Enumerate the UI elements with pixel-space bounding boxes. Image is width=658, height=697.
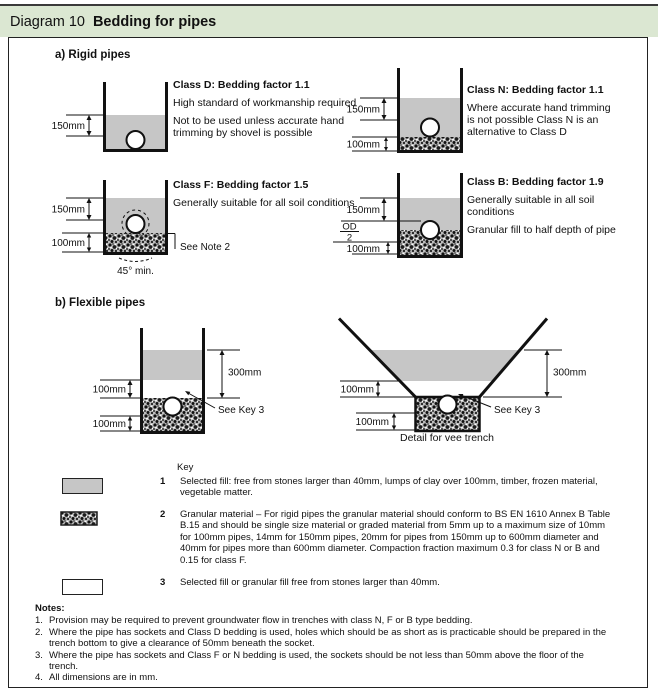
dim-150mm: 150mm (347, 205, 380, 216)
trench-wall (165, 180, 168, 255)
pipe (437, 394, 458, 415)
pipe (125, 214, 146, 234)
class-n-title: Class N: Bedding factor 1.1 (467, 84, 604, 96)
trench-wall (397, 173, 400, 258)
section-flexible-heading: b) Flexible pipes (55, 297, 146, 309)
selected-or-granular-swatch (62, 578, 103, 595)
selected-fill-vee (369, 350, 520, 381)
key-heading: Key (177, 462, 194, 473)
notes-heading: Notes: (35, 603, 65, 614)
dim-100mm: 100mm (347, 244, 380, 255)
page-title: Bedding for pipes (92, 13, 217, 30)
trench-wall (165, 82, 168, 152)
note-1: 1. Provision may be required to prevent … (35, 615, 473, 627)
class-b-p2: Granular fill to half depth of pipe (467, 224, 616, 237)
see-note-2-label: See Note 2 (180, 242, 230, 253)
dim-100mm-upper: 100mm (93, 385, 126, 396)
class-b-p1: Generally suitable in all soil condition… (467, 194, 595, 219)
class-n-drawing: 150mm 100mm (347, 68, 463, 153)
dim-150mm: 150mm (347, 105, 380, 116)
dim-100mm: 100mm (52, 238, 85, 249)
class-d-p1: High standard of workmanship required (173, 97, 357, 110)
class-d-p2: Not to be used unless accurate hand trim… (173, 115, 345, 140)
class-d-title: Class D: Bedding factor 1.1 (173, 79, 310, 91)
trench-floor (103, 149, 168, 152)
vee-wall-left (337, 317, 417, 399)
trench-wall (460, 173, 463, 258)
dim-100mm-upper: 100mm (341, 385, 374, 396)
see-key-3-label: See Key 3 (494, 405, 541, 416)
dim-300mm: 300mm (228, 368, 261, 379)
granular-swatch (60, 510, 98, 526)
od-denominator: 2 (347, 233, 352, 244)
selected-fill-swatch (62, 477, 103, 494)
granular-bed-f (106, 233, 165, 252)
class-n-text: Class N: Bedding factor 1.1 Where accura… (467, 84, 625, 139)
flexible-trench-drawing: 100mm 100mm 300mm See Key 3 (93, 328, 265, 434)
class-d-text: Class D: Bedding factor 1.1 High standar… (173, 79, 373, 140)
class-f-p1: Generally suitable for all soil conditio… (173, 197, 355, 210)
key-item-1: 1 Selected fill: free from stones larger… (60, 476, 620, 499)
class-f-title: Class F: Bedding factor 1.5 (173, 179, 309, 191)
pipe (125, 130, 146, 150)
note-4: 4. All dimensions are in mm. (35, 672, 158, 684)
trench-wall (397, 68, 400, 153)
trench-floor (397, 150, 463, 153)
trench-wall (103, 82, 106, 152)
vee-trench-caption: Detail for vee trench (400, 432, 494, 444)
vee-wall-right (478, 317, 549, 398)
dim-100mm: 100mm (347, 140, 380, 151)
class-d-drawing: 150mm (52, 82, 168, 152)
trench-floor (103, 252, 168, 255)
class-n-p1: Where accurate hand trimming is not poss… (467, 102, 611, 139)
granular-bed-n (400, 137, 460, 150)
class-f-drawing: 150mm 100mm See Note 2 45° min. (52, 180, 230, 277)
trench-wall (202, 328, 205, 434)
see-key-3-label: See Key 3 (218, 405, 265, 416)
class-b-title: Class B: Bedding factor 1.9 (467, 176, 604, 188)
dim-150mm: 150mm (52, 205, 85, 216)
key-item-3: 3 Selected fill or granular fill free fr… (60, 577, 620, 595)
key-item-text: Selected fill: free from stones larger t… (180, 475, 598, 499)
class-b-drawing: 150mm OD 2 100mm (333, 173, 463, 258)
angle-arc (118, 257, 153, 262)
dim-150mm: 150mm (52, 121, 85, 132)
content-box (8, 37, 648, 688)
key-item-number: 1 (160, 475, 166, 487)
pipe (162, 396, 183, 417)
vee-trench-drawing: 100mm 100mm 300mm See Key 3 Detail for v… (337, 317, 586, 444)
class-f-text: Class F: Bedding factor 1.5 Generally su… (173, 179, 398, 209)
pipe (420, 220, 440, 240)
key-item-text: Granular material – For rigid pipes the … (180, 508, 611, 567)
trench-wall (460, 68, 463, 153)
class-b-text: Class B: Bedding factor 1.9 Generally su… (467, 176, 627, 237)
granular-surround-dashed (121, 209, 150, 238)
trench-floor (140, 431, 205, 434)
trench-wall (103, 180, 106, 255)
key-item-number: 3 (160, 576, 166, 588)
dim-100mm-lower: 100mm (356, 417, 389, 428)
pipe (420, 117, 440, 138)
trench-floor (397, 255, 463, 258)
note-2: 2. Where the pipe has sockets and Class … (35, 626, 607, 650)
note-3: 3. Where the pipe has sockets and Class … (35, 649, 584, 672)
key-section: Key 1 Selected fill: free from stones la… (60, 462, 620, 605)
od-numerator: OD (342, 222, 356, 233)
notes-section: Notes: 1. Provision may be required to p… (35, 603, 613, 684)
trench-wall (140, 328, 143, 434)
diagram-header: Diagram 10 Bedding for pipes (0, 4, 658, 37)
angle-label: 45° min. (117, 266, 154, 277)
selected-fill-flex (143, 350, 202, 380)
dim-300mm: 300mm (553, 368, 586, 379)
section-rigid-heading: a) Rigid pipes (55, 49, 131, 61)
key-item-2: 2 Granular material – For rigid pipes th… (60, 509, 620, 567)
key-item-text: Selected fill or granular fill free from… (180, 576, 440, 588)
key-item-number: 2 (160, 508, 166, 520)
diagram-number: Diagram 10 (10, 13, 85, 30)
dim-100mm-lower: 100mm (93, 419, 126, 430)
